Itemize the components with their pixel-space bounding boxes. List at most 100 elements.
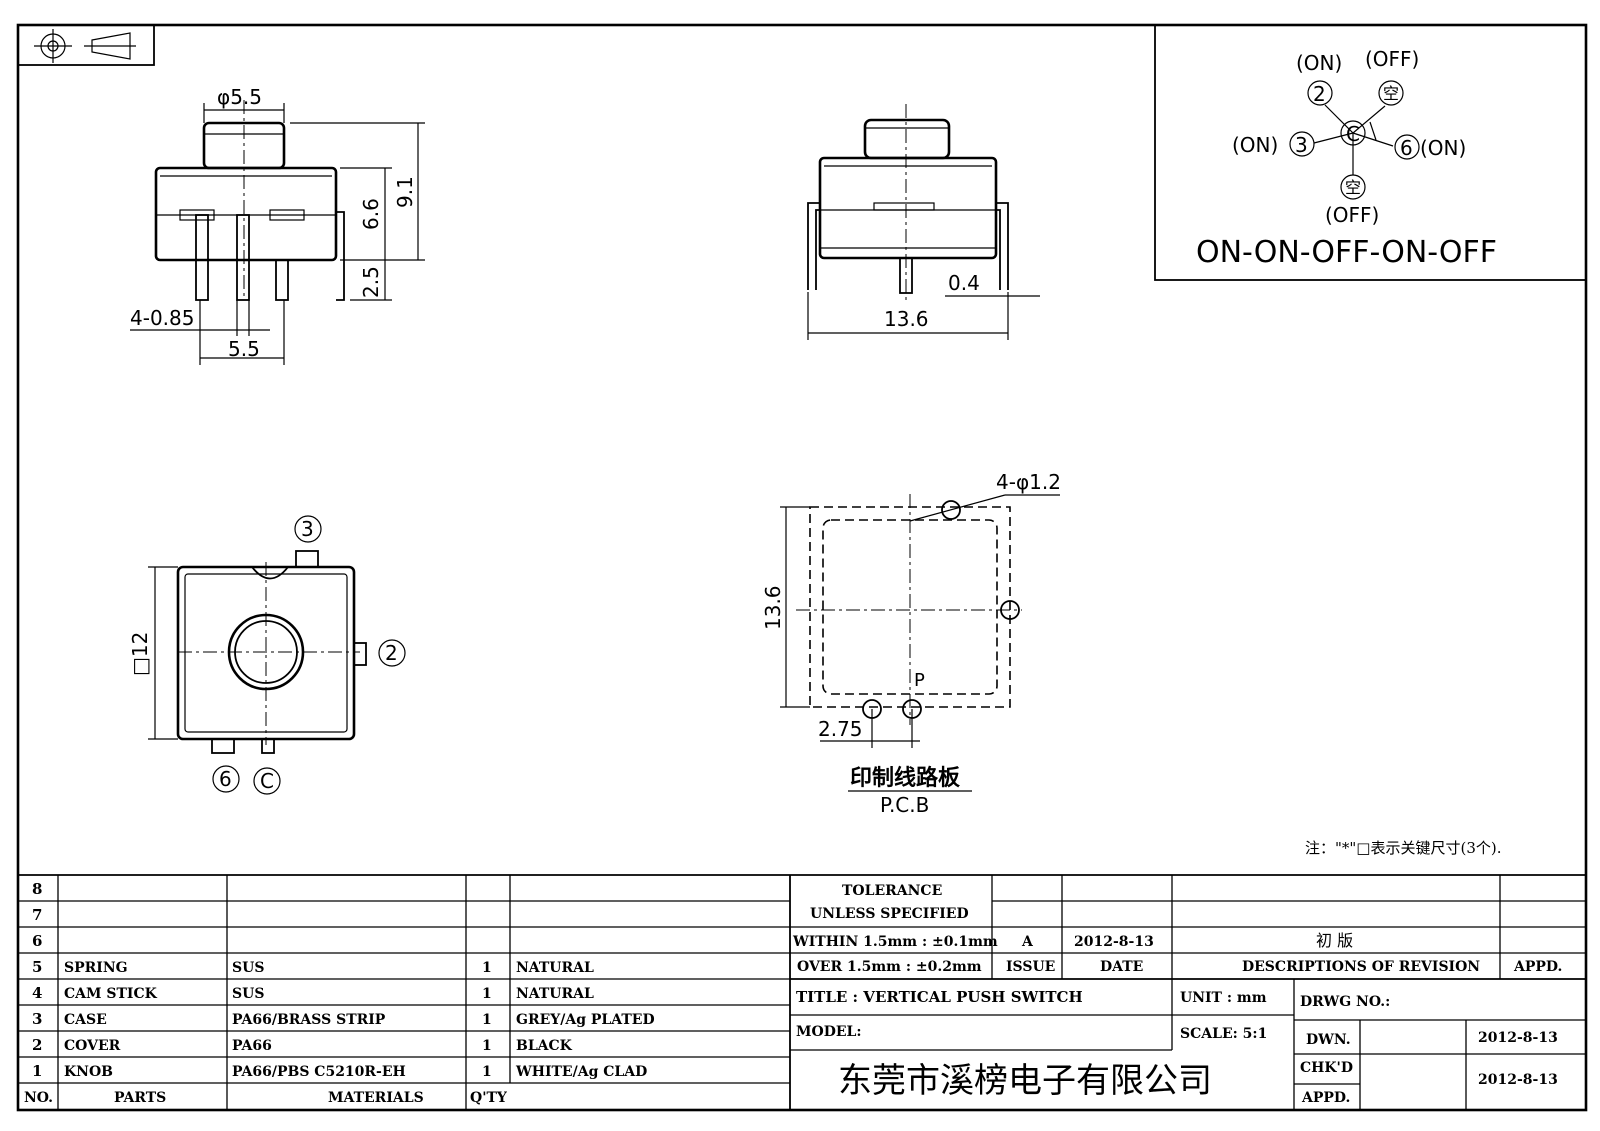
svg-text:1: 1 bbox=[482, 960, 492, 976]
dim-13-6-height: 13.6 bbox=[761, 585, 785, 630]
svg-text:GREY/Ag PLATED: GREY/Ag PLATED bbox=[516, 1012, 655, 1028]
svg-text:SUS: SUS bbox=[232, 960, 264, 976]
tolerance-unless: UNLESS SPECIFIED bbox=[810, 906, 969, 922]
bom-header-no: NO. bbox=[24, 1090, 53, 1106]
dim-0-4: 0.4 bbox=[948, 271, 980, 295]
sch-on-3: (ON) bbox=[1232, 133, 1278, 157]
front-view bbox=[130, 100, 425, 365]
dim-pitch-5-5: 5.5 bbox=[228, 337, 260, 361]
sch-off-bottom: (OFF) bbox=[1325, 203, 1379, 227]
dim-6-6: 6.6 bbox=[359, 198, 383, 230]
sheet-border bbox=[16, 23, 1588, 1112]
switch-schematic bbox=[1154, 24, 1587, 281]
drwg-no-label: DRWG NO.: bbox=[1300, 994, 1390, 1010]
pin-3-label: 3 bbox=[301, 517, 314, 541]
revision-issue: A bbox=[1021, 934, 1034, 950]
dwn-date: 2012-8-13 bbox=[1478, 1030, 1558, 1046]
sch-sequence: ON-ON-OFF-ON-OFF bbox=[1196, 235, 1497, 270]
pin-c-label: C bbox=[260, 769, 274, 793]
unit-label: UNIT : mm bbox=[1180, 990, 1267, 1006]
sch-n3: 3 bbox=[1295, 133, 1308, 157]
company-name: 东莞市溪榜电子有限公司 bbox=[838, 1061, 1212, 1101]
svg-text:1: 1 bbox=[482, 1064, 492, 1080]
model-label: MODEL: bbox=[796, 1024, 862, 1040]
bom-row: 1 KNOB PA66/PBS C5210R-EH 1 WHITE/Ag CLA… bbox=[32, 1062, 647, 1080]
bom-header-parts: PARTS bbox=[114, 1090, 166, 1106]
chkd-label: CHK'D bbox=[1300, 1060, 1353, 1076]
bom-row: 5 SPRING SUS 1 NATURAL bbox=[32, 958, 594, 976]
bom-row: 2 COVER PA66 1 BLACK bbox=[32, 1036, 573, 1054]
top-view bbox=[148, 515, 406, 795]
svg-text:COVER: COVER bbox=[64, 1038, 121, 1054]
dwn-label: DWN. bbox=[1306, 1032, 1351, 1048]
bom-row: 8 bbox=[32, 880, 42, 898]
appd-header: APPD. bbox=[1513, 959, 1562, 975]
revision-date: 2012-8-13 bbox=[1074, 934, 1154, 950]
tolerance-title: TOLERANCE bbox=[842, 883, 942, 899]
scale-label: SCALE: 5:1 bbox=[1180, 1026, 1267, 1042]
bom-table-grid bbox=[18, 874, 1586, 1110]
pcb-footprint bbox=[780, 494, 1060, 792]
svg-text:4: 4 bbox=[32, 984, 42, 1002]
note-text: 注："*"□表示关键尺寸(3个). bbox=[1305, 839, 1502, 857]
sch-n6: 6 bbox=[1400, 136, 1413, 160]
pin-2-label: 2 bbox=[385, 641, 398, 665]
pcb-label-cn: 印制线路板 bbox=[850, 765, 961, 791]
dim-2-75: 2.75 bbox=[818, 717, 863, 741]
sch-on-6: (ON) bbox=[1420, 136, 1466, 160]
svg-text:KNOB: KNOB bbox=[64, 1064, 113, 1080]
svg-text:8: 8 bbox=[32, 880, 42, 898]
svg-text:2: 2 bbox=[32, 1036, 42, 1054]
svg-text:SPRING: SPRING bbox=[64, 960, 128, 976]
bom-row: 3 CASE PA66/BRASS STRIP 1 GREY/Ag PLATED bbox=[32, 1010, 655, 1028]
svg-text:1: 1 bbox=[482, 1012, 492, 1028]
svg-text:1: 1 bbox=[482, 986, 492, 1002]
svg-text:CAM STICK: CAM STICK bbox=[64, 986, 158, 1002]
svg-text:PA66/PBS C5210R-EH: PA66/PBS C5210R-EH bbox=[232, 1064, 406, 1080]
revision-description: 初 版 bbox=[1316, 931, 1353, 950]
date-header: DATE bbox=[1100, 959, 1143, 975]
tolerance-within: WITHIN 1.5mm : ±0.1mm bbox=[792, 934, 998, 950]
svg-text:7: 7 bbox=[32, 906, 42, 924]
side-view bbox=[807, 104, 1040, 340]
drawing-title: TITLE : VERTICAL PUSH SWITCH bbox=[796, 988, 1083, 1006]
description-header: DESCRIPTIONS OF REVISION bbox=[1242, 959, 1480, 975]
svg-text:WHITE/Ag CLAD: WHITE/Ag CLAD bbox=[515, 1064, 647, 1080]
svg-text:PA66/BRASS STRIP: PA66/BRASS STRIP bbox=[232, 1012, 386, 1028]
svg-text:5: 5 bbox=[32, 958, 42, 976]
bom-row: 4 CAM STICK SUS 1 NATURAL bbox=[32, 984, 594, 1002]
sch-on-2: (ON) bbox=[1296, 51, 1342, 75]
svg-text:6: 6 bbox=[32, 932, 42, 950]
dim-hole-4-phi-1-2: 4-φ1.2 bbox=[996, 470, 1061, 494]
dim-2-5: 2.5 bbox=[359, 266, 383, 298]
bom-header-row: NO. PARTS MATERIALS Q'TY bbox=[24, 1090, 508, 1106]
bom-header-materials: MATERIALS bbox=[328, 1090, 424, 1106]
sch-off-top: (OFF) bbox=[1365, 47, 1419, 71]
svg-text:SUS: SUS bbox=[232, 986, 264, 1002]
svg-text:PA66: PA66 bbox=[232, 1038, 272, 1054]
dim-square-12: □12 bbox=[128, 632, 152, 676]
sch-c: C bbox=[1346, 122, 1360, 146]
appd-label: APPD. bbox=[1301, 1090, 1350, 1106]
title-block-grid bbox=[790, 875, 1586, 1110]
issue-header: ISSUE bbox=[1006, 959, 1055, 975]
svg-text:1: 1 bbox=[32, 1062, 42, 1080]
svg-text:NATURAL: NATURAL bbox=[516, 960, 594, 976]
sch-kong-top: 空 bbox=[1383, 84, 1399, 103]
dim-13-6-width: 13.6 bbox=[884, 307, 929, 331]
pin-6-label: 6 bbox=[219, 767, 232, 791]
svg-text:BLACK: BLACK bbox=[516, 1038, 573, 1054]
dim-9-1: 9.1 bbox=[393, 176, 417, 208]
tolerance-over: OVER 1.5mm : ±0.2mm bbox=[797, 959, 982, 975]
projection-symbol bbox=[17, 24, 155, 66]
svg-text:3: 3 bbox=[32, 1010, 42, 1028]
dim-4-0-85: 4-0.85 bbox=[130, 306, 194, 330]
chkd-date: 2012-8-13 bbox=[1478, 1072, 1558, 1088]
svg-text:CASE: CASE bbox=[64, 1012, 107, 1028]
svg-text:1: 1 bbox=[482, 1038, 492, 1054]
bom-row: 6 bbox=[32, 932, 42, 950]
dim-p-label: P bbox=[914, 670, 925, 691]
svg-text:NATURAL: NATURAL bbox=[516, 986, 594, 1002]
sch-kong-bottom: 空 bbox=[1345, 178, 1361, 197]
